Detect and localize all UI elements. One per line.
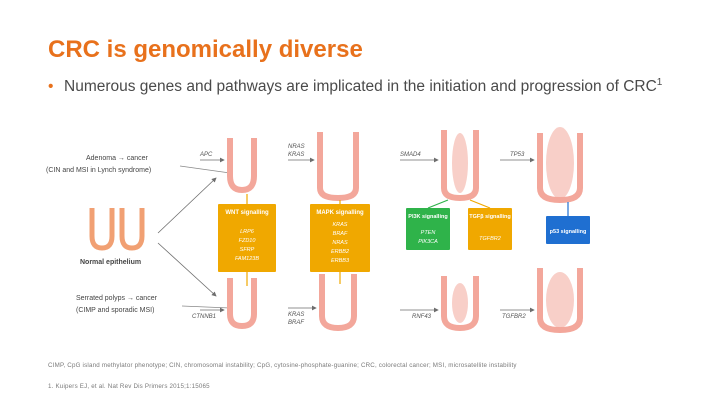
bullet-text: Numerous genes and pathways are implicat…	[48, 76, 668, 96]
crc-pathway-diagram: Adenoma → cancer (CIN and MSI in Lynch s…	[46, 127, 590, 333]
mapk-gene-4: ERBB2	[331, 249, 349, 255]
pathway-connectors	[246, 194, 491, 286]
adenoma-crypts-fill	[452, 127, 574, 199]
tgfb-gene-1: TGFBR2	[479, 236, 501, 242]
serrated-connector	[181, 305, 231, 309]
adenoma-crypts	[227, 130, 583, 204]
serrated-label-2: (CIMP and sporadic MSI)	[76, 307, 154, 314]
adenoma-connector	[179, 165, 231, 174]
gene-smad4: SMAD4	[400, 152, 421, 158]
pi3k-gene-2: PIK3CA	[418, 239, 438, 245]
tgfb-pathway-box: TGFβ signalling TGFBR2	[468, 208, 512, 250]
reference-footnote: 1. Kuipers EJ, et al. Nat Rev Dis Primer…	[48, 383, 210, 390]
gene-tgfbr2: TGFBR2	[502, 314, 526, 320]
gene-ctnnb1: CTNNB1	[192, 314, 216, 320]
normal-epithelium-label: Normal epithelium	[80, 259, 141, 266]
gene-apc: APC	[199, 152, 213, 158]
gene-rnf43: RNF43	[412, 314, 432, 320]
wnt-pathway-box: WNT signalling LRP6 FZD10 SFRP FAM123B	[218, 204, 276, 272]
p53-pathway-box: p53 signalling	[546, 216, 590, 244]
wnt-gene-4: FAM123B	[235, 256, 259, 262]
bullet-citation: 1	[656, 76, 663, 88]
pi3k-gene-1: PTEN	[421, 230, 436, 236]
mapk-title: MAPK signalling	[316, 210, 364, 216]
adenoma-label-2: (CIN and MSI in Lynch syndrome)	[46, 167, 151, 174]
branch-up	[157, 177, 217, 234]
mapk-gene-1: KRAS	[333, 222, 348, 228]
tgfb-title: TGFβ signalling	[469, 214, 511, 220]
mapk-pathway-box: MAPK signalling KRAS BRAF NRAS ERBB2 ERB…	[310, 204, 370, 272]
gene-nras-top: NRAS	[288, 144, 305, 150]
branch-down	[157, 242, 217, 297]
gene-tp53: TP53	[510, 152, 525, 158]
adenoma-label-1: Adenoma → cancer	[86, 155, 149, 162]
mapk-gene-2: BRAF	[333, 231, 348, 237]
wnt-title: WNT signalling	[225, 210, 269, 216]
slide-title: CRC is genomically diverse	[48, 36, 363, 63]
wnt-gene-1: LRP6	[240, 229, 255, 235]
serrated-label-1: Serrated polyps → cancer	[76, 295, 158, 302]
gene-braf: BRAF	[288, 320, 304, 326]
bullet-main-text: Numerous genes and pathways are implicat…	[64, 78, 657, 95]
normal-epithelium-crypts	[89, 208, 145, 251]
mapk-gene-3: NRAS	[332, 240, 348, 246]
bullet-point: • Numerous genes and pathways are implic…	[48, 76, 668, 96]
gene-kras-top: KRAS	[288, 152, 304, 158]
pi3k-title: PI3K signalling	[408, 214, 447, 220]
serrated-crypts-fill	[452, 272, 574, 328]
pi3k-connector	[427, 199, 449, 209]
bullet-marker: •	[48, 78, 54, 95]
mapk-gene-5: ERBB3	[331, 258, 350, 264]
wnt-gene-3: SFRP	[240, 247, 255, 253]
abbreviations-footnote: CIMP, CpG island methylator phenotype; C…	[48, 362, 517, 369]
serrated-crypts	[227, 268, 583, 333]
pi3k-pathway-box: PI3K signalling PTEN PIK3CA	[406, 208, 450, 250]
gene-kras-bottom: KRAS	[288, 312, 304, 318]
wnt-gene-2: FZD10	[239, 238, 257, 244]
p53-title: p53 signalling	[550, 229, 587, 235]
